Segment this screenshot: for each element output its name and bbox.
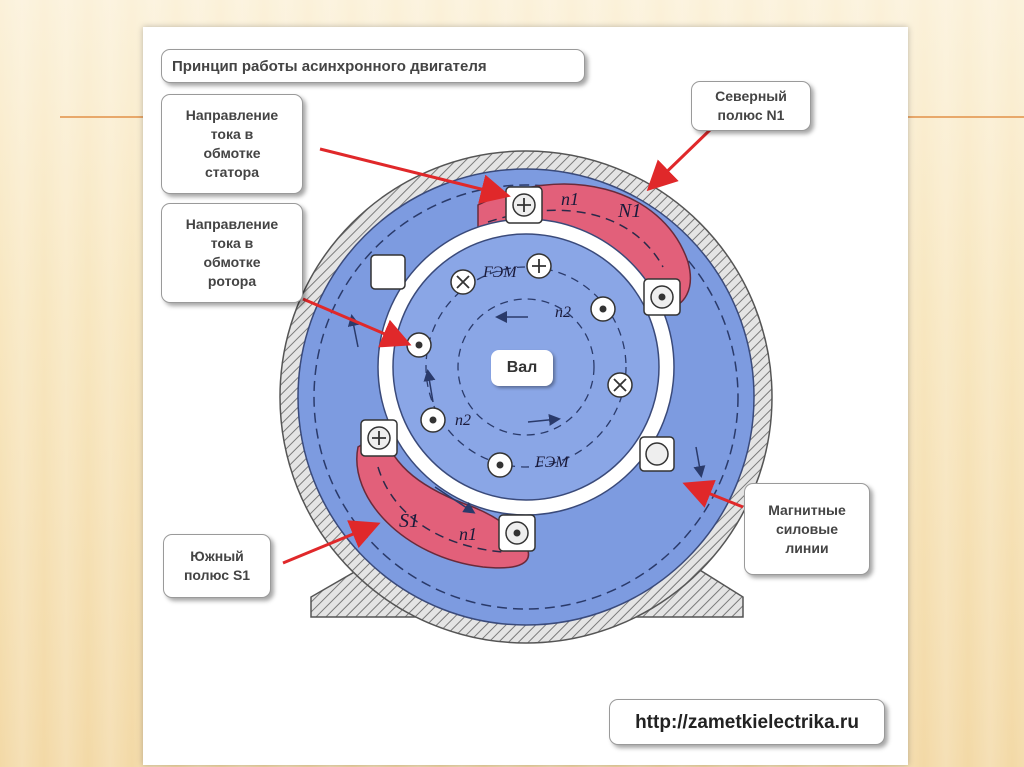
stator-slot-right-upper [643,278,681,316]
label-south-pole: Южный полюс S1 [163,534,271,598]
n2-bottom-symbol: n2 [455,412,471,429]
field-arrow-right [693,446,706,478]
arrow-rotor-current [302,297,412,348]
fem-top-symbol: FЭМ [482,264,518,281]
rotor-field-line-outer [425,266,627,468]
rotor-rotation-arrow-bottom [527,413,561,426]
rotor-conductor-dot-1 [590,296,616,322]
source-url: http://zametkielectrika.ru [609,699,885,745]
n1-bottom-symbol: n1 [459,524,477,544]
south-pole-region [356,430,530,569]
stator-slot-left-upper [370,254,406,290]
rotor-conductor-cross-1 [450,269,476,295]
shaft-label: Вал [491,350,553,386]
rotor-conductor-cross-2 [607,372,633,398]
pole-arrow-south [434,486,476,514]
rotor-field-line-inner [457,298,595,436]
fem-bottom-symbol: FЭМ [534,454,570,471]
field-line-outer [313,184,739,610]
slide-accent-line-right [908,116,1024,118]
stator-slot-right-lower [639,436,675,472]
n1-top-symbol: n1 [561,189,579,209]
field-arrow-left [347,314,360,348]
south-pole-symbol: S1 [399,510,419,532]
rotor-conductor-plus-1 [526,253,552,279]
arrow-stator-current [319,147,511,204]
rotor-arrow-left [423,369,436,403]
arrow-field-lines [682,479,744,509]
stator-slot-top [505,186,543,224]
label-field-lines: Магнитные силовые линии [744,483,870,575]
n2-top-symbol: n2 [555,304,571,321]
stator-slot-bottom [498,514,536,552]
label-north-pole: Северный полюс N1 [691,81,811,131]
rotor-conductor-dot-3 [420,407,446,433]
slide-accent-line-left [60,116,143,118]
stator-slot-left-lower [360,419,398,457]
diagram-panel: n1 N1 FЭМ n2 n2 FЭМ S1 n1 Вал Принцип ра… [143,27,908,765]
north-pole-symbol: N1 [617,200,641,222]
arrow-north-pole [646,125,715,192]
label-stator-current: Направление тока в обмотке статора [161,94,303,194]
pole-field-line-south [377,466,504,553]
arrow-south-pole [282,520,381,565]
rotor-conductor-dot-4 [487,452,513,478]
diagram-title: Принцип работы асинхронного двигателя [161,49,585,83]
rotor-conductor-dot-2 [406,332,432,358]
label-rotor-current: Направление тока в обмотке ротора [161,203,303,303]
pole-field-line-north [487,209,664,268]
